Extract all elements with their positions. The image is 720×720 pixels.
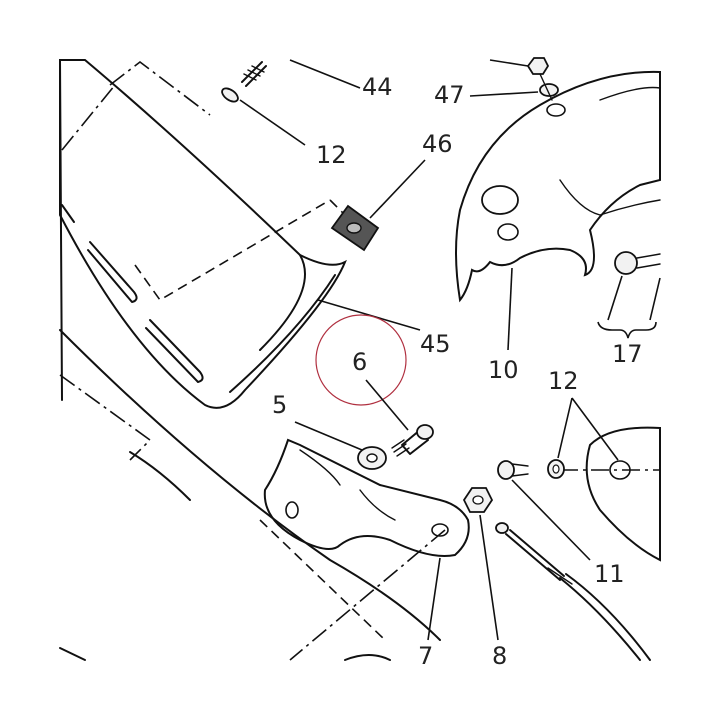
callout-8: 8 (492, 642, 507, 670)
leader-47-top (489, 59, 529, 67)
callout-45: 45 (420, 330, 451, 358)
leader-12-right (557, 397, 619, 461)
callout-5: 5 (272, 391, 287, 419)
bolt-6 (391, 424, 434, 457)
cover-10 (455, 70, 661, 303)
screw-44 (221, 61, 267, 103)
callout-12-right: 12 (548, 367, 579, 395)
leader-44 (289, 59, 361, 89)
callout-47: 47 (434, 81, 465, 109)
cable (495, 522, 651, 661)
highlight-circle (315, 314, 407, 406)
leader-46 (369, 159, 426, 219)
nut-washer-47 (526, 57, 559, 101)
nut-8 (462, 487, 494, 513)
mount-right (560, 426, 661, 562)
bracket-17 (597, 321, 657, 339)
leader-17a (607, 275, 623, 321)
lower-body-outline (59, 329, 441, 661)
leader-17b (649, 277, 661, 321)
callout-11: 11 (594, 560, 625, 588)
callout-7: 7 (418, 642, 433, 670)
leader-10 (507, 267, 513, 351)
leader-12-top (239, 99, 306, 146)
callout-10: 10 (488, 356, 519, 384)
leader-5 (294, 421, 363, 451)
washer-5 (357, 446, 387, 470)
callout-6: 6 (352, 348, 367, 376)
callout-12-top: 12 (316, 141, 347, 169)
callout-44: 44 (362, 73, 393, 101)
callout-17: 17 (612, 340, 643, 368)
leader-11 (511, 479, 591, 561)
leader-45 (317, 299, 421, 331)
clip-nut-46 (330, 204, 380, 252)
callout-46: 46 (422, 130, 453, 158)
cover-panel-45 (59, 59, 347, 409)
leader-6 (365, 379, 409, 431)
leader-8 (479, 514, 499, 641)
screw-11 (497, 460, 529, 480)
leader-7 (427, 557, 441, 641)
reference-line-7 (289, 529, 446, 661)
screw-17 (614, 251, 661, 275)
washer-12-right (547, 459, 565, 479)
leader-47 (469, 91, 539, 97)
